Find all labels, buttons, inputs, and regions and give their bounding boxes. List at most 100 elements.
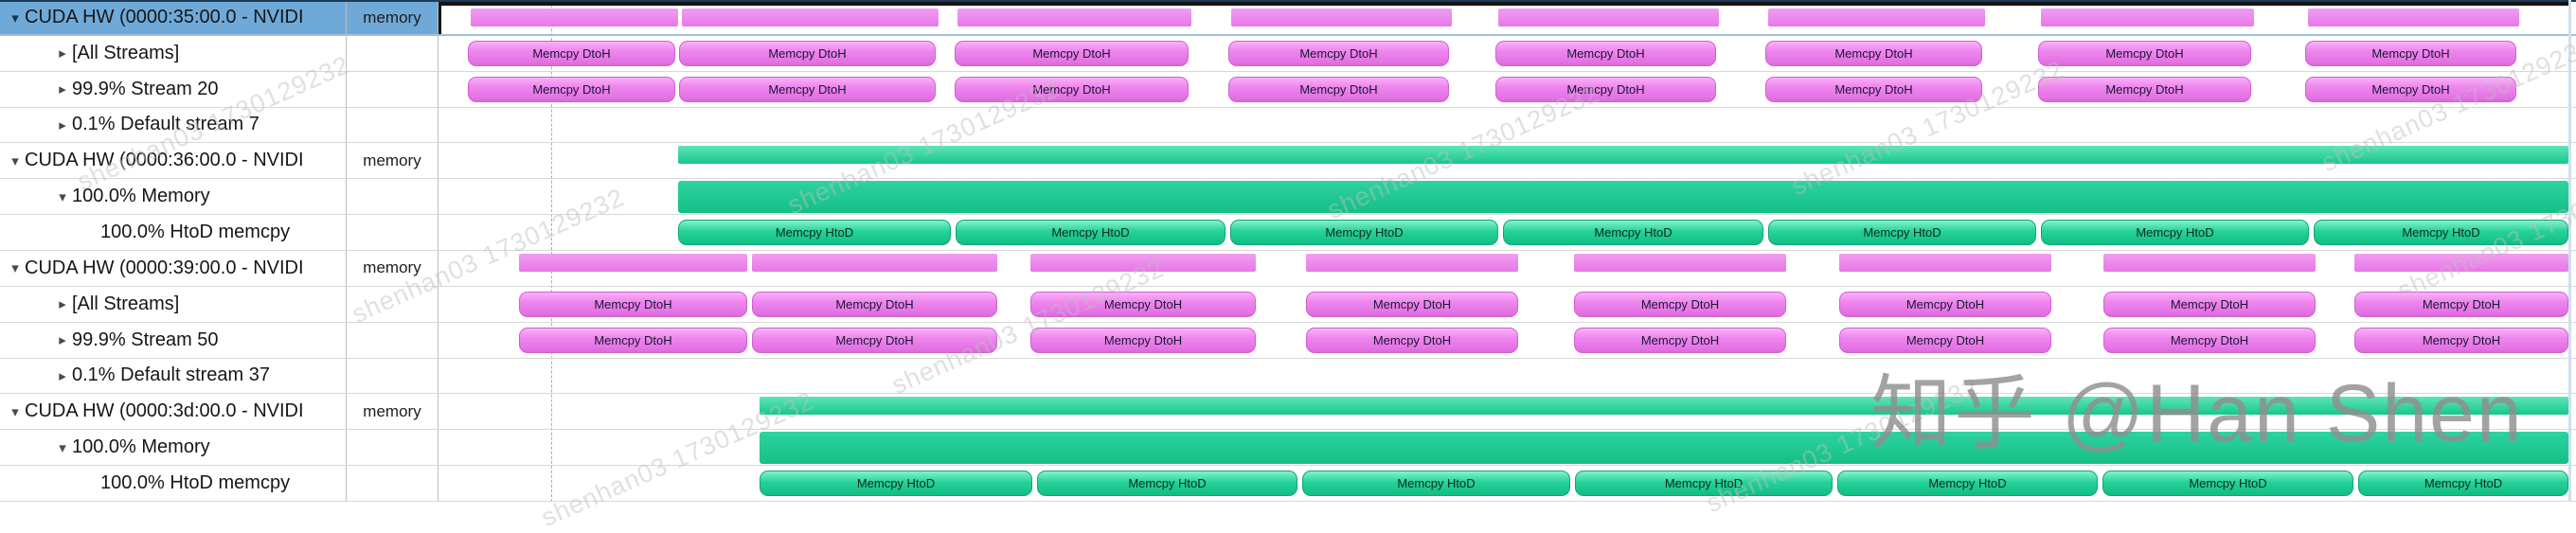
timeline-track[interactable]: [438, 143, 2568, 178]
memcpy-dtoh-bar[interactable]: [1574, 254, 1786, 272]
timeline-track[interactable]: Memcpy DtoH Memcpy DtoH Memcpy DtoH Memcpy …: [438, 36, 2568, 71]
memcpy-htod-bar[interactable]: [760, 432, 2568, 465]
memcpy-dtoh-bar[interactable]: Memcpy DtoH: [1765, 76, 1982, 102]
memcpy-dtoh-bar[interactable]: Memcpy DtoH: [1228, 76, 1449, 102]
memcpy-dtoh-bar[interactable]: [2041, 9, 2254, 27]
memcpy-dtoh-bar[interactable]: Memcpy DtoH: [752, 291, 997, 317]
collapse-arrow-icon[interactable]: ▾: [11, 9, 19, 27]
memcpy-dtoh-bar[interactable]: Memcpy DtoH: [1574, 291, 1786, 317]
memcpy-htod-bar[interactable]: Memcpy HtoD: [956, 220, 1225, 246]
timeline-track[interactable]: [438, 394, 2568, 429]
sidebar-row-gpu[interactable]: ▾CUDA HW (0000:35:00.0 - NVIDI: [0, 2, 347, 34]
sidebar-row-gpu[interactable]: ▾CUDA HW (0000:39:00.0 - NVIDI: [0, 251, 347, 286]
memcpy-htod-bar[interactable]: [678, 146, 2568, 165]
memcpy-dtoh-bar[interactable]: [682, 9, 939, 27]
collapse-arrow-icon[interactable]: ▾: [11, 152, 19, 169]
timeline-track[interactable]: [438, 108, 2568, 143]
memcpy-dtoh-bar[interactable]: Memcpy DtoH: [955, 40, 1189, 66]
memcpy-dtoh-bar[interactable]: [471, 9, 678, 27]
expand-arrow-icon[interactable]: ▸: [59, 332, 66, 349]
memcpy-htod-bar[interactable]: Memcpy HtoD: [678, 220, 951, 246]
memcpy-dtoh-bar[interactable]: Memcpy DtoH: [679, 76, 936, 102]
memcpy-dtoh-bar[interactable]: Memcpy DtoH: [1228, 40, 1449, 66]
memcpy-dtoh-bar[interactable]: [519, 254, 747, 272]
memcpy-dtoh-bar[interactable]: [2354, 254, 2568, 272]
memcpy-dtoh-bar[interactable]: Memcpy DtoH: [1574, 327, 1786, 353]
memcpy-dtoh-bar[interactable]: [1498, 9, 1719, 27]
memcpy-dtoh-bar[interactable]: Memcpy DtoH: [2103, 327, 2316, 353]
timeline-track[interactable]: [438, 251, 2568, 286]
memcpy-dtoh-bar[interactable]: Memcpy DtoH: [468, 40, 675, 66]
memcpy-htod-bar[interactable]: Memcpy HtoD: [760, 471, 1032, 497]
memcpy-htod-bar[interactable]: Memcpy HtoD: [1575, 471, 1833, 497]
timeline-track[interactable]: [438, 359, 2568, 394]
memcpy-dtoh-bar[interactable]: Memcpy DtoH: [2305, 76, 2516, 102]
memcpy-dtoh-bar[interactable]: Memcpy DtoH: [1765, 40, 1982, 66]
memcpy-dtoh-bar[interactable]: Memcpy DtoH: [1839, 291, 2051, 317]
memcpy-dtoh-bar[interactable]: Memcpy DtoH: [1495, 40, 1716, 66]
sidebar-row-stream[interactable]: ▸0.1% Default stream 7: [0, 107, 347, 143]
memcpy-dtoh-bar[interactable]: [2103, 254, 2316, 272]
memcpy-dtoh-bar[interactable]: [957, 9, 1191, 27]
memcpy-dtoh-bar[interactable]: Memcpy DtoH: [1306, 291, 1518, 317]
memcpy-htod-bar[interactable]: [678, 181, 2568, 214]
timeline-track[interactable]: [438, 430, 2568, 465]
sidebar-row-stream[interactable]: ▸99.9% Stream 50: [0, 322, 347, 358]
sidebar-row-gpu[interactable]: ▾CUDA HW (0000:3d:00.0 - NVIDI: [0, 394, 347, 430]
timeline-track[interactable]: [438, 179, 2568, 214]
memcpy-dtoh-bar[interactable]: [1839, 254, 2051, 272]
sidebar-row-stream[interactable]: ▾100.0% Memory: [0, 179, 347, 215]
memcpy-htod-bar[interactable]: Memcpy HtoD: [1503, 220, 1763, 246]
memcpy-dtoh-bar[interactable]: Memcpy DtoH: [1030, 291, 1256, 317]
memcpy-dtoh-bar[interactable]: [2308, 9, 2519, 27]
memcpy-dtoh-bar[interactable]: [1030, 254, 1256, 272]
memcpy-htod-bar[interactable]: Memcpy HtoD: [1302, 471, 1570, 497]
memcpy-htod-bar[interactable]: Memcpy HtoD: [2314, 220, 2568, 246]
memcpy-htod-bar[interactable]: [760, 397, 2568, 416]
sidebar-row-stream[interactable]: ▸0.1% Default stream 37: [0, 358, 347, 394]
memcpy-dtoh-bar[interactable]: Memcpy DtoH: [519, 327, 747, 353]
memcpy-dtoh-bar[interactable]: [1306, 254, 1518, 272]
memcpy-htod-bar[interactable]: Memcpy HtoD: [1230, 220, 1498, 246]
expand-arrow-icon[interactable]: ▸: [59, 45, 66, 62]
memcpy-dtoh-bar[interactable]: Memcpy DtoH: [1495, 76, 1716, 102]
sidebar-row-stream[interactable]: ▸[All Streams]: [0, 286, 347, 322]
expand-arrow-icon[interactable]: ▸: [59, 116, 66, 133]
sidebar-row-stream[interactable]: ▾100.0% Memory: [0, 430, 347, 466]
memcpy-dtoh-bar[interactable]: Memcpy DtoH: [2103, 291, 2316, 317]
memcpy-dtoh-bar[interactable]: Memcpy DtoH: [752, 327, 997, 353]
memcpy-dtoh-bar[interactable]: Memcpy DtoH: [2038, 76, 2251, 102]
memcpy-htod-bar[interactable]: Memcpy HtoD: [1768, 220, 2036, 246]
sidebar-row-gpu[interactable]: ▾CUDA HW (0000:36:00.0 - NVIDI: [0, 143, 347, 179]
memcpy-dtoh-bar[interactable]: Memcpy DtoH: [2354, 327, 2568, 353]
memcpy-htod-bar[interactable]: Memcpy HtoD: [1037, 471, 1297, 497]
collapse-arrow-icon[interactable]: ▾: [59, 188, 66, 205]
memcpy-dtoh-bar[interactable]: [1768, 9, 1985, 27]
memcpy-dtoh-bar[interactable]: Memcpy DtoH: [468, 76, 675, 102]
memcpy-dtoh-bar[interactable]: Memcpy DtoH: [1306, 327, 1518, 353]
memcpy-dtoh-bar[interactable]: Memcpy DtoH: [2038, 40, 2251, 66]
collapse-arrow-icon[interactable]: ▾: [11, 403, 19, 420]
sidebar-row-stream[interactable]: ▸[All Streams]: [0, 35, 347, 71]
expand-arrow-icon[interactable]: ▸: [59, 296, 66, 313]
memcpy-htod-bar[interactable]: Memcpy HtoD: [2041, 220, 2309, 246]
memcpy-dtoh-bar[interactable]: Memcpy DtoH: [2305, 40, 2516, 66]
memcpy-dtoh-bar[interactable]: Memcpy DtoH: [519, 291, 747, 317]
memcpy-htod-bar[interactable]: Memcpy HtoD: [2102, 471, 2353, 497]
memcpy-dtoh-bar[interactable]: [752, 254, 997, 272]
sidebar-row-stream[interactable]: 100.0% HtoD memcpy: [0, 466, 347, 501]
memcpy-dtoh-bar[interactable]: [1231, 9, 1452, 27]
expand-arrow-icon[interactable]: ▸: [59, 367, 66, 384]
sidebar-row-stream[interactable]: 100.0% HtoD memcpy: [0, 215, 347, 250]
memcpy-dtoh-bar[interactable]: Memcpy DtoH: [1839, 327, 2051, 353]
memcpy-dtoh-bar[interactable]: Memcpy DtoH: [2354, 291, 2568, 317]
memcpy-htod-bar[interactable]: Memcpy HtoD: [2358, 471, 2568, 497]
memcpy-dtoh-bar[interactable]: Memcpy DtoH: [1030, 327, 1256, 353]
collapse-arrow-icon[interactable]: ▾: [59, 439, 66, 456]
expand-arrow-icon[interactable]: ▸: [59, 81, 66, 98]
